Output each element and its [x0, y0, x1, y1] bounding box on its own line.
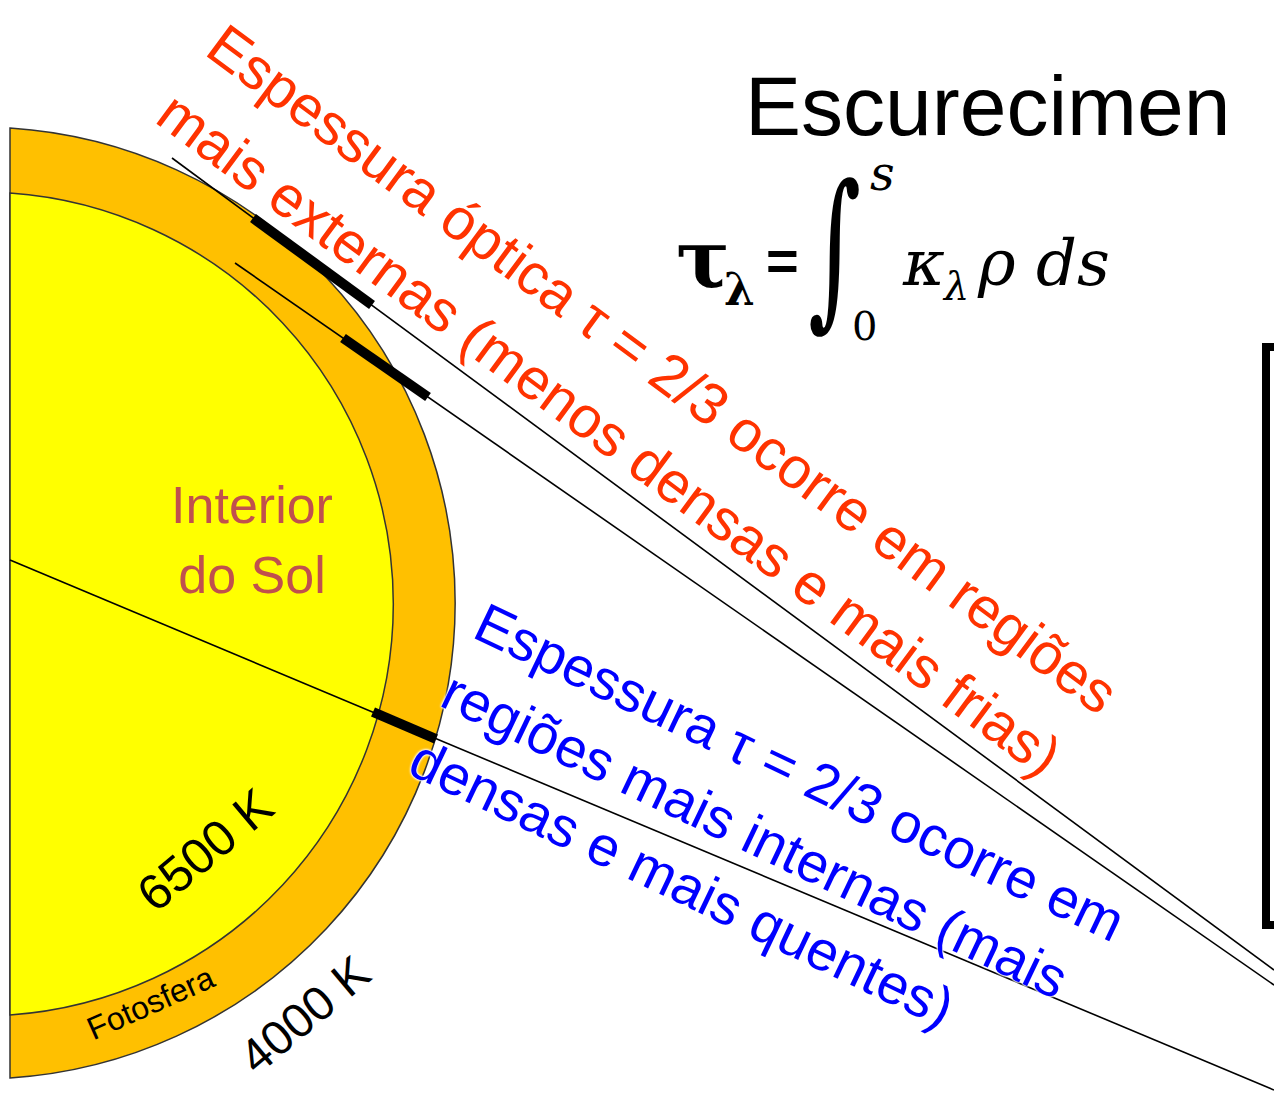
formula-subscript: λ — [724, 268, 755, 312]
diagram-title: Escurecimen — [745, 64, 1231, 148]
optical-depth-segment — [343, 338, 428, 397]
formula-subscript: λ — [944, 266, 969, 306]
integral-limit: 0 — [852, 306, 877, 346]
temperature-label: 4000 K — [231, 948, 378, 1083]
integral-limit: s — [870, 149, 895, 197]
formula-symbol: τ — [676, 219, 730, 299]
sun-image-frame — [1266, 347, 1274, 925]
solar-interior: Interior do Sol6500 K — [10, 193, 397, 1015]
region-label: Interior do Sol — [152, 470, 353, 610]
formula-symbol: ρ ds — [978, 231, 1110, 295]
region-shape — [10, 193, 393, 1015]
formula-symbol: = — [766, 233, 799, 289]
formula-symbol: κ — [903, 231, 945, 295]
